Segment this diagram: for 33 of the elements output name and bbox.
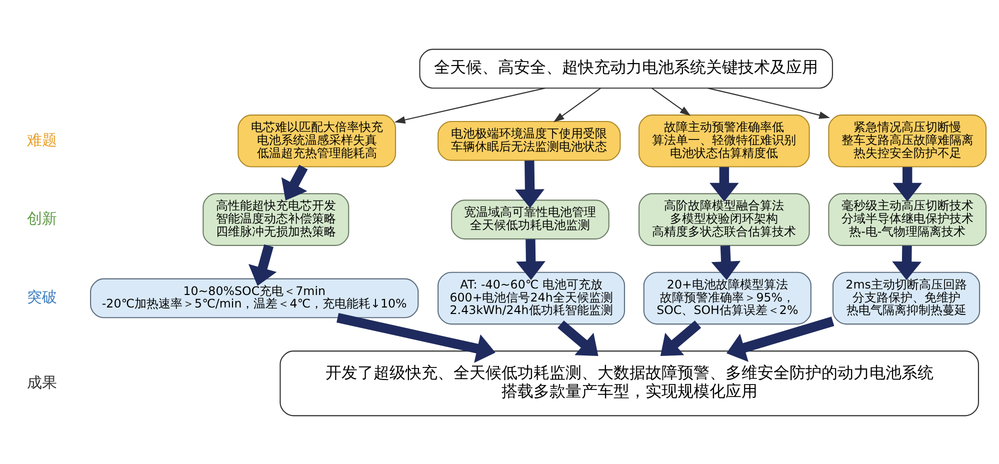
arrow: [892, 245, 922, 280]
node-box: 宽温域高可靠性电池管理 全天候低功耗电池监测: [451, 199, 610, 239]
arrow: [710, 166, 739, 201]
label: 难题: [27, 130, 58, 148]
node-box: 故障主动预警准确率低 算法单一、轻微特征难识别 电池状态估算精度低: [638, 114, 810, 167]
node-box: 20+电池故障模型算法 故障预警准确率＞95%， SOC、SOH估算误差＜2%: [643, 271, 812, 324]
node-box: AT: -40~60℃ 电池可充放 600+电池信号24h全天候监测 2.43kWh/24h低功耗智能监测: [438, 271, 626, 324]
arrow: [711, 245, 741, 280]
label: 创新: [27, 209, 58, 228]
node-box: 紧急情况高压切断慢 整车支路高压故障难隔离 热失控安全防护不足: [828, 114, 987, 167]
node-box: 开发了超级快充、全天候低功耗监测、大数据故障预警、多维安全防护的动力电池系统 搭载多款量产车型，实现规模化应用: [280, 350, 980, 416]
arrow: [553, 87, 601, 122]
node-box: 高阶故障模型融合算法 多模型校验闭环架构 高精度多状态联合估算技术: [638, 192, 810, 246]
arrow: [660, 320, 702, 356]
arrow: [708, 87, 830, 118]
arrow: [281, 164, 308, 200]
node-box: 电芯难以匹配大倍率快充 电池系统温感采样失真 低温超充热管理能耗高: [238, 114, 396, 167]
arrow: [892, 166, 922, 201]
node-box: 毫秒级主动高压切断技术 分域半导体继电保护技术 热-电-气物理隔离技术: [828, 192, 987, 246]
arrow: [516, 238, 546, 280]
label: 突破: [27, 288, 58, 306]
node-box: 全天候、高安全、超快充动力电池系统关键技术及应用: [419, 48, 834, 88]
arrow: [394, 87, 545, 124]
arrow: [248, 244, 277, 286]
arrow: [652, 87, 691, 116]
arrow: [515, 160, 544, 208]
node-box: 2ms主动切断高压回路 分支路保护、免维护 热电气隔离抑制热蔓延: [832, 271, 980, 324]
node-box: 10~80%SOC充电＜7min -20℃加热速率＞5℃/min，温差＜4℃，充电能耗↓10%: [90, 278, 419, 318]
label: 成果: [27, 372, 58, 391]
node-box: 高性能超快充电芯开发 智能温度动态补偿策略 四维脉冲无损加热策略: [202, 192, 350, 246]
arrow: [726, 316, 834, 362]
node-box: 电池极端环境温度下使用受限 车辆休眠后无法监测电池状态: [438, 120, 621, 160]
arrow: [558, 320, 598, 356]
